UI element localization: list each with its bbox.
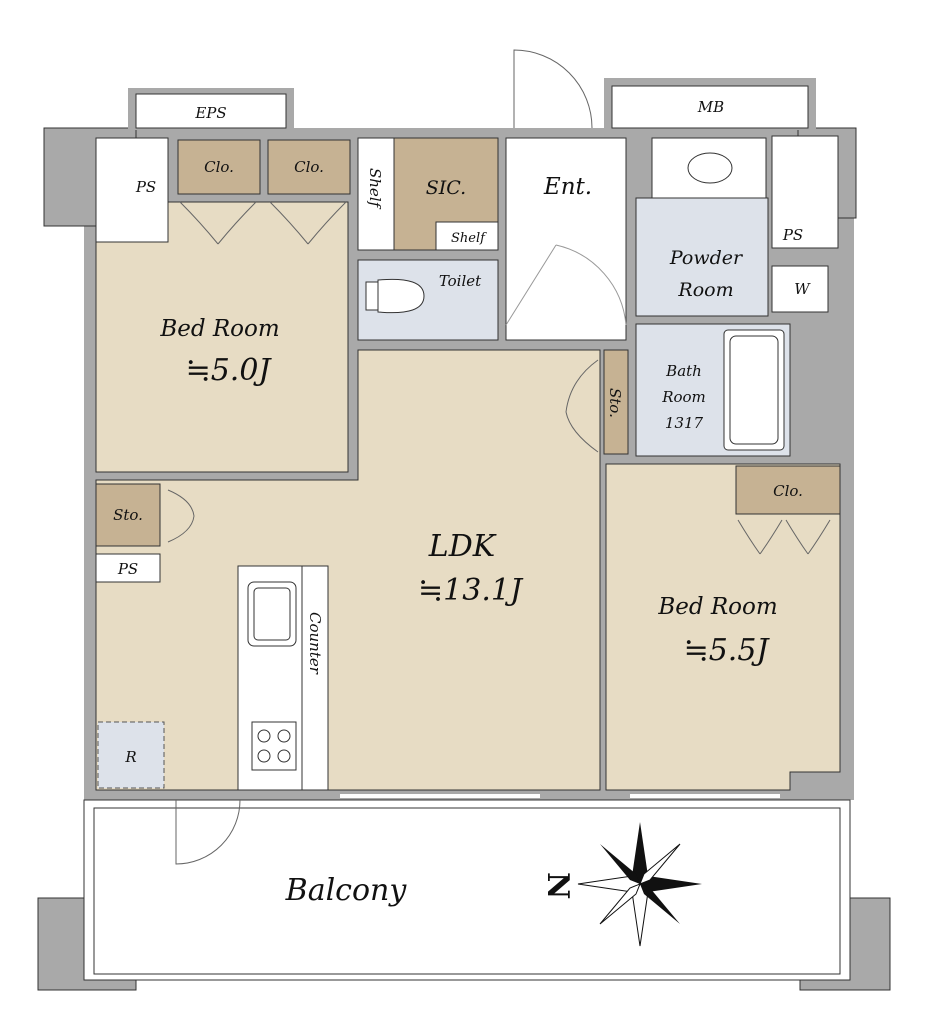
bath-label-3: 1317 xyxy=(665,414,704,432)
toilet-fixture-icon xyxy=(365,278,425,314)
sic-shelf xyxy=(435,221,499,251)
mb-label: MB xyxy=(697,98,724,116)
bedroom-1 xyxy=(95,201,349,473)
storage-ldk-right xyxy=(603,349,629,455)
closet-1-label: Clo. xyxy=(204,158,234,176)
powder-room xyxy=(635,197,769,317)
ps-label-top-left: PS xyxy=(135,178,156,196)
sic-shelf-label: Shelf xyxy=(451,231,487,246)
shelf-label: Shelf xyxy=(366,168,384,210)
toilet-label: Toilet xyxy=(439,272,482,290)
ps-label-top-right: PS xyxy=(782,226,803,244)
compass-rose-icon xyxy=(577,822,702,947)
counter-label: Counter xyxy=(306,612,324,675)
washer-space xyxy=(771,265,829,313)
ps-top-left xyxy=(95,137,169,243)
balcony xyxy=(83,799,851,981)
kitchen-sink-icon xyxy=(247,581,297,647)
stove-icon xyxy=(251,721,297,771)
ps-label-ldk: PS xyxy=(117,560,138,578)
refrigerator-space xyxy=(97,721,165,789)
balcony-label: Balcony xyxy=(285,873,408,908)
entrance-label: Ent. xyxy=(543,174,592,200)
bath-label-1: Bath xyxy=(665,362,702,380)
bathtub-icon xyxy=(723,329,785,451)
closet-3 xyxy=(735,465,841,515)
closet-2 xyxy=(267,139,351,195)
compass-north-label: N xyxy=(540,872,575,899)
sic-label: SIC. xyxy=(426,177,466,199)
shelf-area xyxy=(357,137,395,251)
powder-label-2: Room xyxy=(677,279,733,301)
bedroom-2-area: ≒5.5J xyxy=(684,633,771,668)
entrance xyxy=(505,137,627,341)
bedroom-2-name: Bed Room xyxy=(657,594,777,620)
balcony-door-swing xyxy=(175,799,241,865)
ps-top-right xyxy=(771,135,839,249)
bedroom-2 xyxy=(605,463,841,791)
eps-label: EPS xyxy=(194,104,226,122)
ps-ldk-left xyxy=(95,553,161,583)
storage-ldk-left xyxy=(95,483,161,547)
washer-label: W xyxy=(794,280,811,298)
sink-icon xyxy=(687,152,733,184)
ldk-room xyxy=(95,349,601,791)
powder-label-1: Powder xyxy=(669,247,744,269)
bedroom-1-area: ≒5.0J xyxy=(186,353,273,388)
storage-left-label: Sto. xyxy=(113,506,143,524)
bath-label-2: Room xyxy=(661,388,706,406)
closet-3-label: Clo. xyxy=(773,482,803,500)
storage-right-label: Sto. xyxy=(606,388,624,418)
ldk-area: ≒13.1J xyxy=(418,573,524,608)
refrigerator-label: R xyxy=(124,748,136,766)
bedroom-1-name: Bed Room xyxy=(159,316,279,342)
ldk-name: LDK xyxy=(428,529,497,564)
closet-1 xyxy=(177,139,261,195)
entrance-door-swing xyxy=(513,49,593,129)
closet-2-label: Clo. xyxy=(294,158,324,176)
